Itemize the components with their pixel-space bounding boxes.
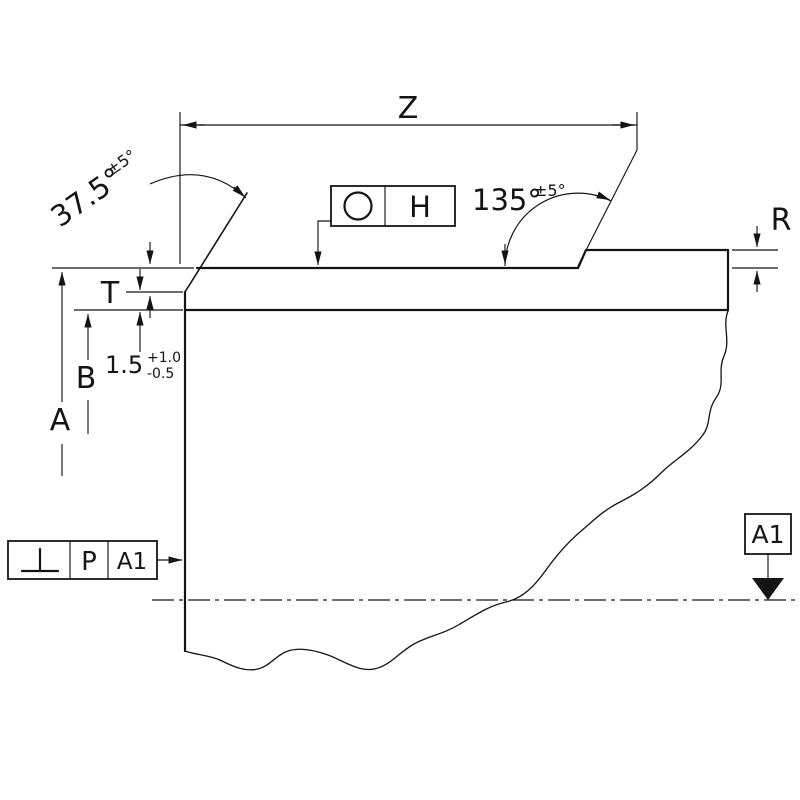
depth-tolerance-plus: +1.0 — [147, 350, 181, 366]
perpendicularity-icon — [20, 547, 60, 573]
left-angle-label-group: 37.5° ±5° — [45, 146, 140, 234]
depth-dimension: 1.5 +1.0 -0.5 — [105, 269, 181, 382]
z-label: Z — [398, 91, 419, 126]
h-frame-box — [330, 185, 456, 227]
part-left-chamfer-edge — [184, 192, 248, 293]
part-outline — [183, 192, 730, 671]
p-frame-datum-ref: A1 — [117, 549, 147, 575]
circle-icon — [343, 191, 373, 221]
p-frame-letter: P — [81, 547, 97, 577]
t-dimension: T — [100, 242, 183, 318]
p-feature-frame: P A1 — [7, 540, 183, 580]
right-angle-tolerance: ±5° — [534, 181, 566, 200]
filled-triangle-icon — [752, 578, 784, 600]
h-feature-frame: H — [314, 185, 456, 266]
z-dimension: Z — [179, 91, 638, 267]
depth-value: 1.5 — [105, 351, 143, 379]
break-line — [184, 310, 729, 671]
z-extension-right — [577, 112, 638, 267]
left-angle-dimension: 37.5° ±5° — [45, 146, 247, 234]
r-dimension: R — [732, 203, 791, 292]
b-label: B — [76, 361, 97, 396]
right-angle-arrow-right — [596, 191, 611, 201]
r-label: R — [771, 203, 792, 238]
datum-feature-a1: A1 — [744, 513, 792, 600]
depth-tolerance-minus: -0.5 — [147, 366, 174, 382]
t-label: T — [100, 276, 120, 311]
a-dimension: A — [50, 267, 194, 476]
right-angle-value: 135° — [472, 183, 542, 217]
h-frame-label: H — [409, 190, 431, 224]
b-dimension: B — [74, 309, 183, 434]
right-angle-arc — [504, 192, 612, 267]
left-angle-arc — [149, 174, 247, 199]
a-label: A — [50, 403, 71, 438]
part-top-surface-edge — [195, 248, 730, 312]
datum-label: A1 — [751, 520, 784, 549]
h-frame-leader — [314, 220, 331, 266]
right-angle-dimension: 135° ±5° — [472, 181, 612, 267]
left-angle-arrow — [232, 185, 246, 198]
